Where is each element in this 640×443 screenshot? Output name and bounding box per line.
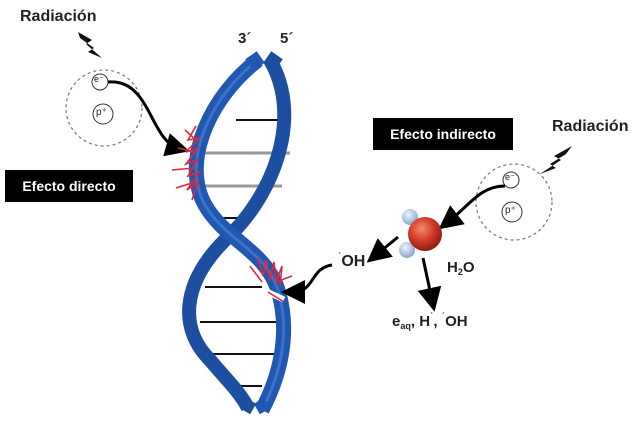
- hydroxyl-dot: ˙: [338, 252, 342, 263]
- products-oh-dot: ˙: [441, 312, 446, 323]
- radiolysis-products: eaq, H˙, ˙OH: [392, 312, 468, 331]
- water-hit-arrow: [438, 184, 506, 230]
- left-atom: [65, 69, 143, 147]
- electron-symbol-left: e⁻: [94, 74, 104, 84]
- strand-end-3-label: 3´: [238, 30, 252, 47]
- lightning-bolt-icon: [78, 32, 102, 58]
- strand-end-cap: [245, 51, 265, 71]
- dna-strand-highlight: [194, 58, 286, 411]
- hydroxyl-arrow: [366, 235, 399, 263]
- strand-end-cap: [253, 397, 271, 415]
- products-oh: OH: [445, 313, 468, 330]
- lightning-bolt-icon: [540, 146, 572, 174]
- products-h-dot: ˙: [430, 312, 434, 323]
- hydroxyl-attack-arrow: [281, 263, 333, 304]
- direct-damage-burst: [171, 125, 202, 201]
- indirect-effect-box: Efecto indirecto: [373, 118, 513, 150]
- products-sep-2: ,: [433, 313, 442, 330]
- proton-particle: [92, 103, 114, 125]
- strand-end-cap: [263, 51, 283, 71]
- atom-orbit: [475, 163, 553, 241]
- products-electron-sub: aq: [400, 321, 411, 331]
- water-subscript: 2: [457, 267, 463, 277]
- right-atom: [475, 163, 553, 241]
- indirect-damage-burst: [249, 257, 293, 303]
- radiation-label-right: Radiación: [552, 118, 629, 135]
- water-molecule-icon: [399, 209, 442, 258]
- electron-symbol-right: e⁻: [505, 172, 515, 182]
- dna-strand-back: [182, 56, 292, 412]
- products-sep-1: , H: [410, 313, 431, 330]
- products-electron: e: [392, 313, 401, 330]
- hydrogen-atom: [402, 209, 418, 225]
- water-formula: H2O: [447, 259, 475, 277]
- strand-end-5-label: 5´: [280, 30, 294, 47]
- water-base: H: [447, 259, 458, 276]
- electron-particle: [502, 171, 520, 189]
- proton-symbol-left: p⁺: [96, 107, 107, 118]
- oxygen-atom: [408, 217, 442, 251]
- strand-end-cap: [239, 397, 257, 415]
- direct-hit-arrow: [107, 80, 190, 157]
- atom-orbit: [65, 69, 143, 147]
- water-tail: O: [462, 259, 475, 276]
- hydroxyl-text: OH: [341, 253, 366, 270]
- direct-effect-box: Efecto directo: [5, 170, 133, 202]
- hydroxyl-radical-label: ˙OH: [338, 252, 365, 271]
- products-arrow: [417, 257, 442, 312]
- radiation-label-left: Radiación: [20, 8, 97, 25]
- hydrogen-atom: [399, 242, 415, 258]
- proton-symbol-right: p⁺: [505, 205, 516, 216]
- proton-particle: [501, 201, 523, 223]
